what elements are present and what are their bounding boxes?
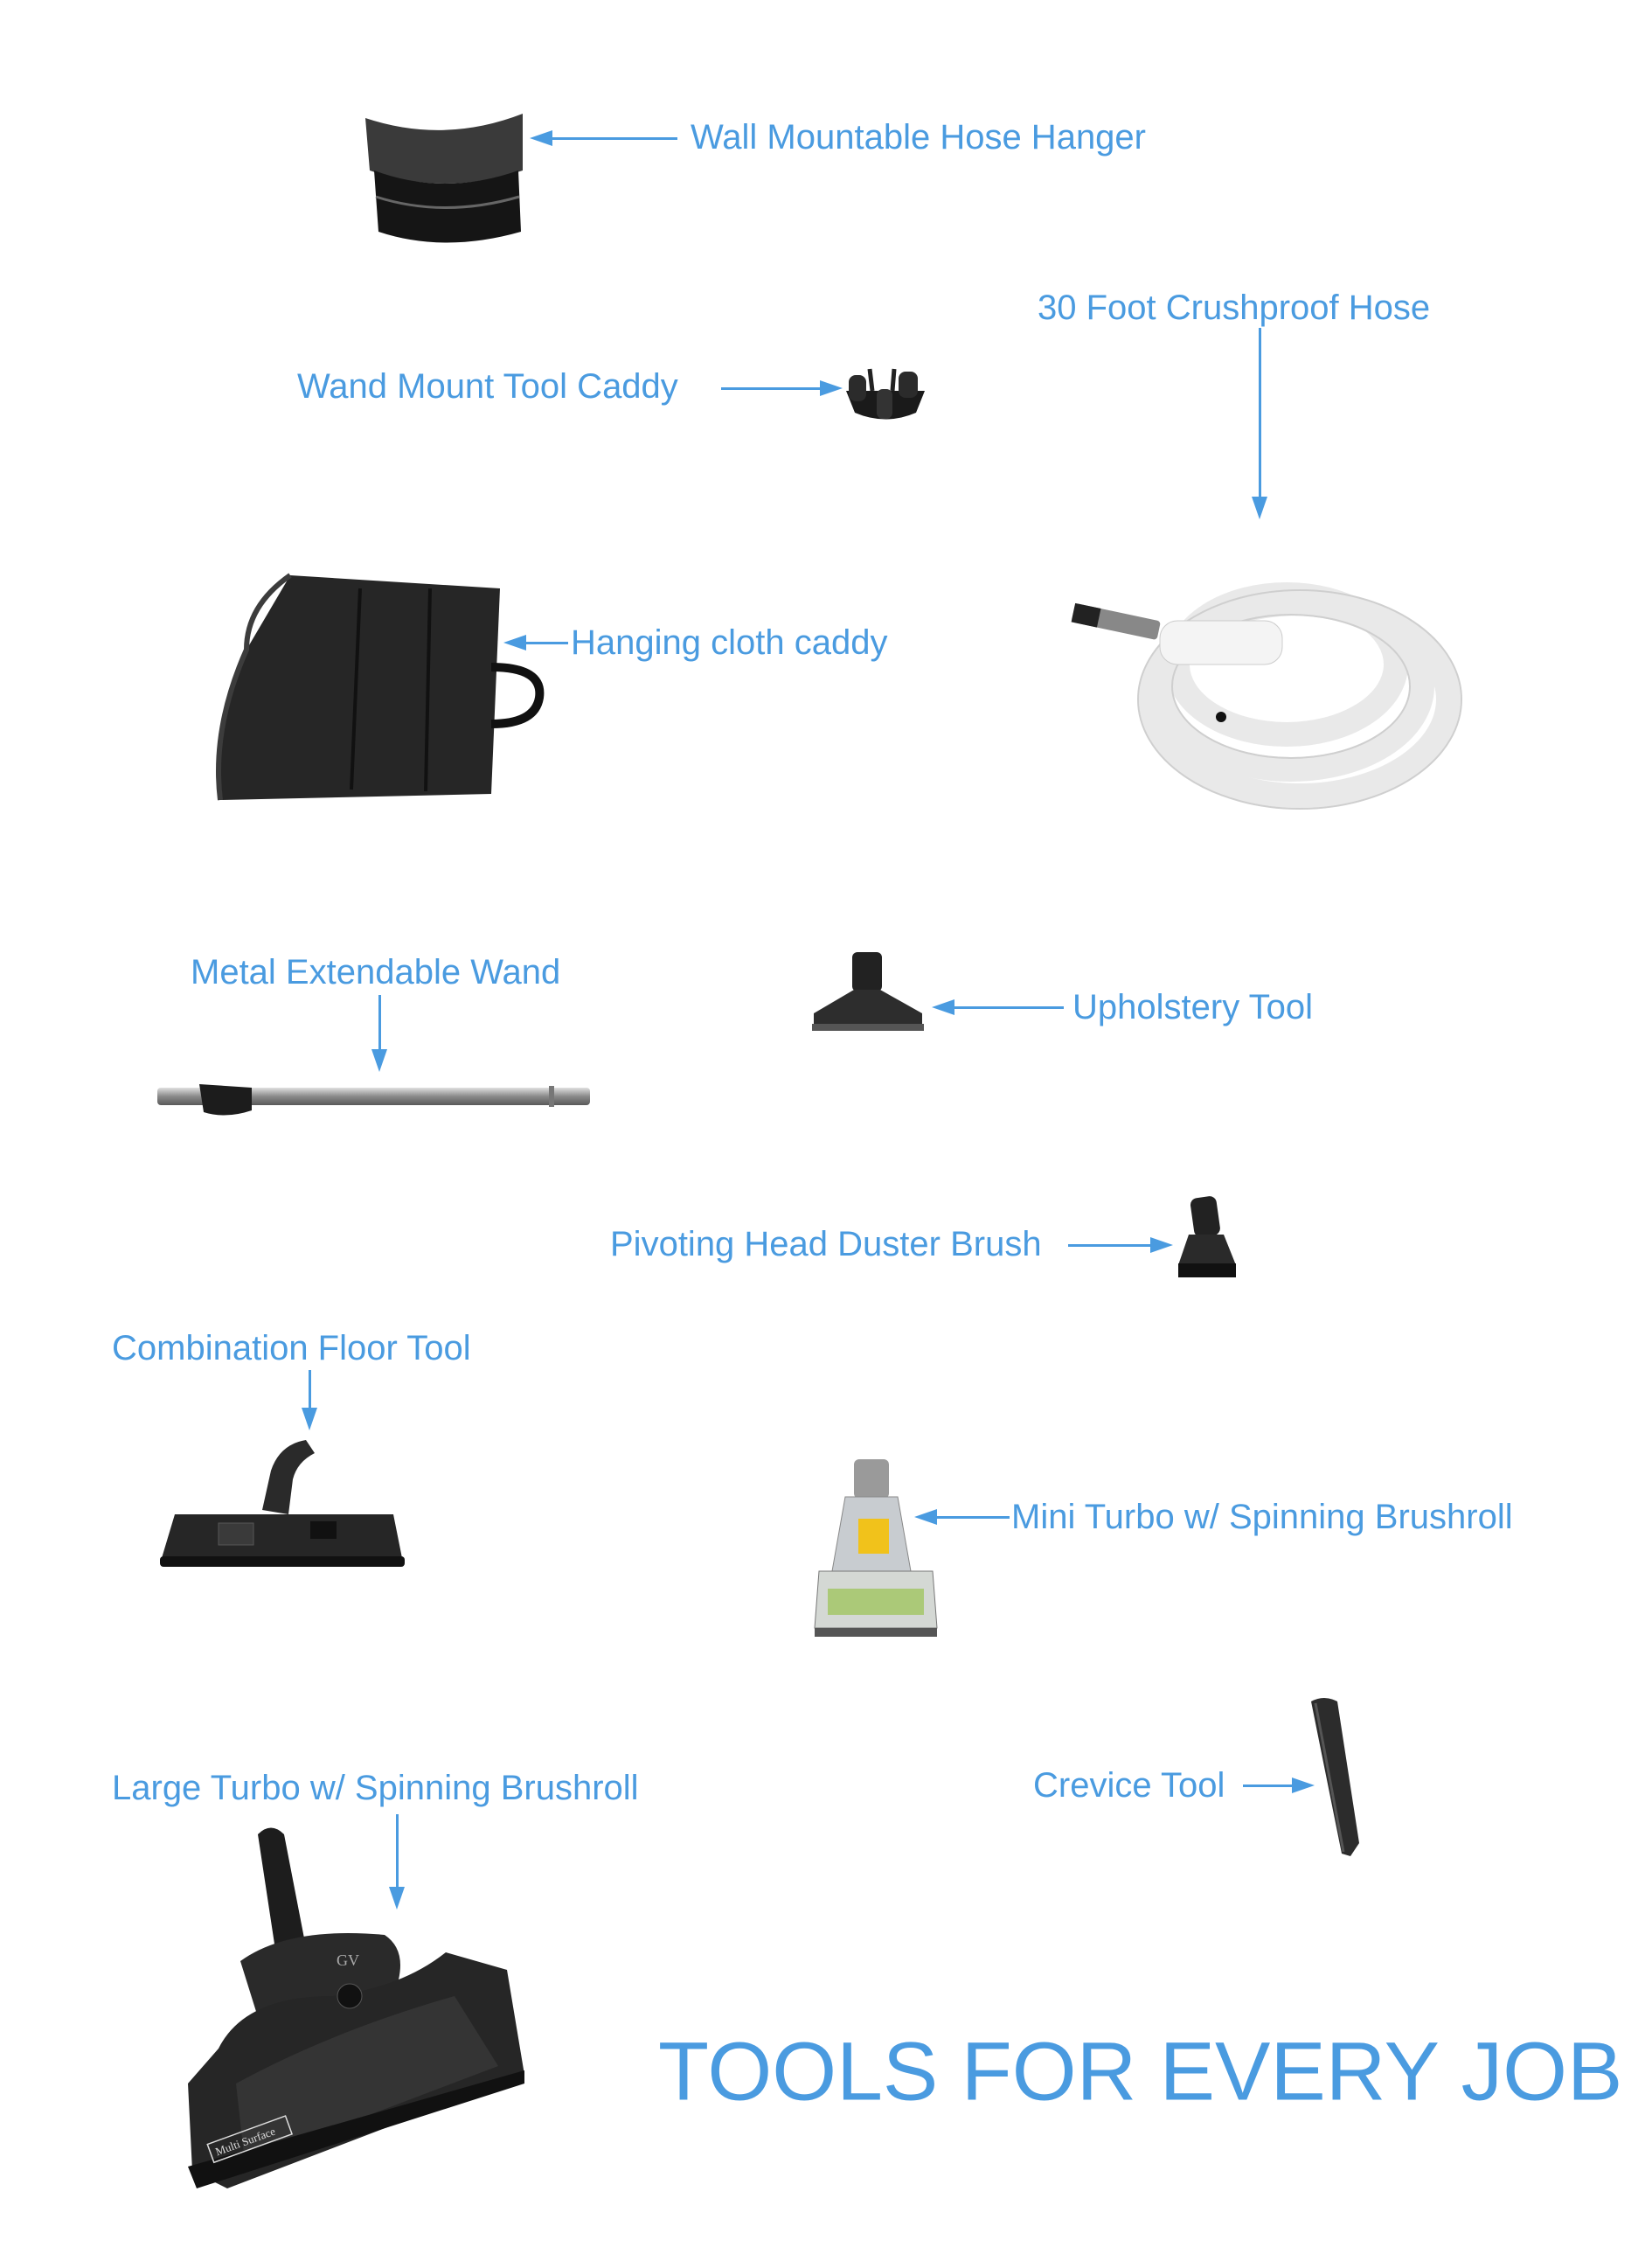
large-turbo-logo: GV — [337, 1951, 359, 1969]
tool-caddy-label: Wand Mount Tool Caddy — [297, 367, 678, 406]
cloth-caddy-image — [216, 573, 545, 801]
tool-caddy-arrowhead — [820, 380, 843, 396]
cloth-caddy-arrow — [524, 642, 568, 644]
wand-arrow — [378, 995, 381, 1052]
large-turbo-image: GV Multi Surface — [188, 1827, 524, 2188]
duster-arrowhead — [1150, 1237, 1173, 1253]
hose-arrow — [1259, 328, 1261, 498]
hose-hanger-arrowhead — [530, 130, 552, 146]
page-headline: TOOLS FOR EVERY JOB — [658, 2025, 1623, 2118]
upholstery-label: Upholstery Tool — [1072, 988, 1313, 1026]
crevice-tool-image — [1311, 1698, 1359, 1856]
hose-hanger-label: Wall Mountable Hose Hanger — [691, 118, 1146, 157]
wand-image — [157, 1084, 590, 1116]
crevice-arrow — [1243, 1784, 1294, 1787]
duster-brush-image — [1178, 1196, 1236, 1277]
floor-tool-arrow — [309, 1370, 311, 1409]
mini-turbo-image — [814, 1459, 938, 1637]
large-turbo-label: Large Turbo w/ Spinning Brushroll — [112, 1769, 639, 1807]
floor-tool-image — [160, 1440, 405, 1567]
upholstery-arrow — [953, 1006, 1064, 1009]
large-turbo-arrowhead — [389, 1887, 405, 1910]
floor-tool-arrowhead — [302, 1408, 317, 1430]
hose-image — [1071, 582, 1462, 810]
cloth-caddy-arrowhead — [503, 635, 526, 650]
wand-arrowhead — [371, 1049, 387, 1072]
duster-arrow — [1068, 1244, 1152, 1247]
mini-turbo-label: Mini Turbo w/ Spinning Brushroll — [1011, 1498, 1513, 1536]
mini-turbo-arrow — [935, 1516, 1010, 1519]
tool-caddy-image — [846, 368, 925, 420]
large-turbo-arrow — [396, 1814, 399, 1889]
upholstery-arrowhead — [932, 999, 954, 1015]
duster-label: Pivoting Head Duster Brush — [610, 1225, 1042, 1263]
hose-label: 30 Foot Crushproof Hose — [1038, 289, 1431, 327]
hose-hanger-image — [365, 114, 523, 243]
crevice-label: Crevice Tool — [1033, 1766, 1225, 1805]
wand-label: Metal Extendable Wand — [191, 953, 561, 991]
floor-tool-label: Combination Floor Tool — [112, 1329, 471, 1367]
upholstery-tool-image — [812, 952, 924, 1031]
tool-caddy-arrow — [721, 387, 822, 390]
crevice-arrowhead — [1292, 1778, 1315, 1793]
mini-turbo-arrowhead — [914, 1509, 937, 1525]
hose-arrowhead — [1252, 497, 1267, 519]
cloth-caddy-label: Hanging cloth caddy — [571, 623, 888, 662]
hose-hanger-arrow — [551, 137, 677, 140]
